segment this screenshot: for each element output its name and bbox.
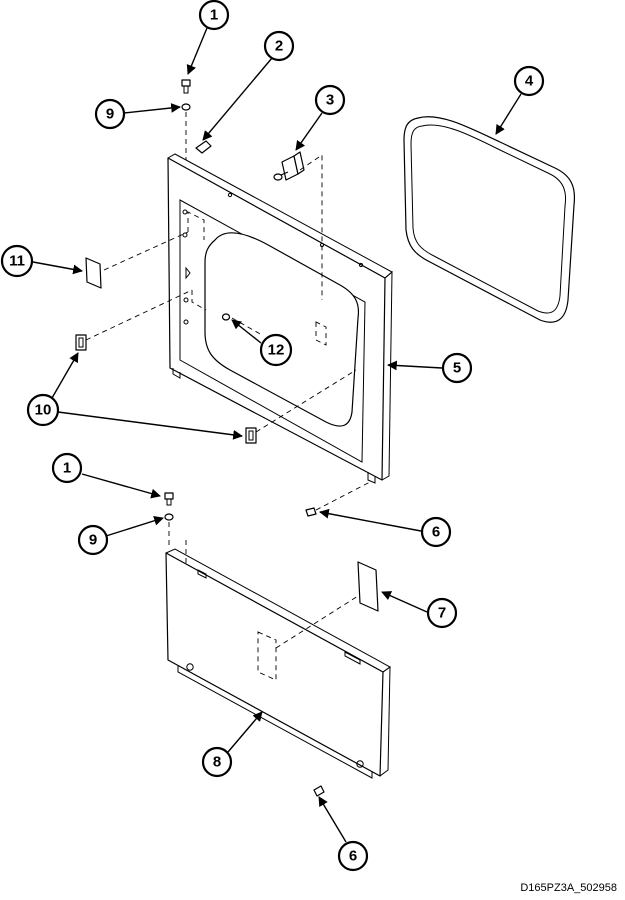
label-7 <box>357 561 379 612</box>
front-panel <box>167 153 393 484</box>
callout-1-bottom: 1 <box>51 452 83 484</box>
callout-5: 5 <box>441 352 473 384</box>
svg-text:1: 1 <box>63 460 71 477</box>
leader-lines <box>32 27 522 843</box>
svg-text:10: 10 <box>35 402 52 419</box>
callout-2: 2 <box>263 30 295 62</box>
callout-4: 4 <box>513 65 545 97</box>
lower-front-panel <box>165 548 391 779</box>
drawing-id: D165PZ3A_502958 <box>520 882 617 894</box>
callout-12: 12 <box>259 333 293 367</box>
screw-6-upper <box>305 507 317 517</box>
svg-text:4: 4 <box>525 73 534 90</box>
svg-text:7: 7 <box>438 605 446 622</box>
svg-text:12: 12 <box>268 342 285 359</box>
svg-text:9: 9 <box>106 106 114 123</box>
clip-10-right <box>245 427 257 444</box>
alignment-lines <box>85 112 371 681</box>
svg-text:11: 11 <box>9 253 25 270</box>
svg-text:5: 5 <box>453 360 461 377</box>
screw-6-lower <box>313 785 325 797</box>
door-gasket <box>403 116 576 323</box>
plug-12 <box>221 313 231 321</box>
screw-bottom <box>164 492 174 506</box>
svg-text:6: 6 <box>349 848 357 865</box>
clip <box>195 140 212 154</box>
clip-10-left <box>75 334 87 351</box>
callout-6-lower: 6 <box>337 840 369 872</box>
svg-text:8: 8 <box>213 754 221 771</box>
door-latch <box>273 151 305 181</box>
callout-11: 11 <box>0 244 34 278</box>
svg-text:6: 6 <box>432 524 440 541</box>
svg-text:9: 9 <box>89 532 97 549</box>
callout-6-upper: 6 <box>420 516 452 548</box>
callout-3: 3 <box>314 84 346 116</box>
washer-bottom <box>164 513 174 521</box>
svg-text:3: 3 <box>326 92 334 109</box>
washer-top <box>181 103 191 111</box>
callout-9-top: 9 <box>94 98 126 130</box>
callout-9-bottom: 9 <box>77 524 109 556</box>
svg-text:2: 2 <box>275 38 283 55</box>
label-11 <box>85 257 102 289</box>
callout-10: 10 <box>26 393 60 427</box>
screw-top <box>181 79 191 94</box>
callout-1-top: 1 <box>198 0 230 31</box>
callout-8: 8 <box>201 746 233 778</box>
callout-7: 7 <box>426 597 458 629</box>
svg-text:1: 1 <box>210 7 218 24</box>
